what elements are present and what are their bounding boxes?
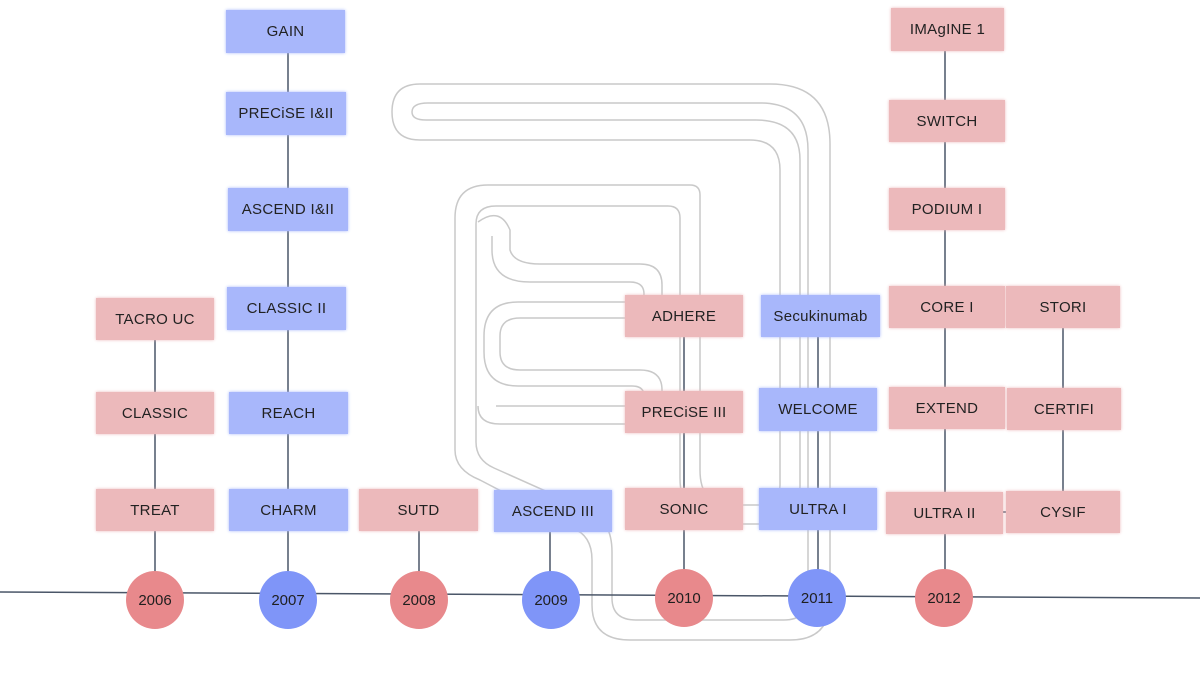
- trial-box-treat: TREAT: [96, 489, 214, 531]
- year-2012-marker: 2012: [915, 569, 973, 627]
- trial-box-charm: CHARM: [229, 489, 348, 531]
- trial-box-podium-i: PODIUM I: [889, 188, 1005, 230]
- trial-box-switch: SWITCH: [889, 100, 1005, 142]
- trial-box-ascend-iii: ASCEND III: [494, 490, 612, 532]
- trial-box-tacro-uc: TACRO UC: [96, 298, 214, 340]
- trial-box-certifi: CERTIFI: [1007, 388, 1121, 430]
- trial-box-ultra-ii: ULTRA II: [886, 492, 1003, 534]
- trial-box-sutd: SUTD: [359, 489, 478, 531]
- trial-box-imagine-1: IMAgINE 1: [891, 8, 1004, 51]
- trial-box-ultra-i: ULTRA I: [759, 488, 877, 530]
- year-2006-marker: 2006: [126, 571, 184, 629]
- trial-box-classic-ii: CLASSIC II: [227, 287, 346, 330]
- trial-box-cysif: CYSIF: [1006, 491, 1120, 533]
- trial-box-ascend-i-ii: ASCEND I&II: [228, 188, 348, 231]
- trial-box-precise-i-ii: PRECiSE I&II: [226, 92, 346, 135]
- year-2009-marker: 2009: [522, 571, 580, 629]
- trial-box-extend: EXTEND: [889, 387, 1005, 429]
- trial-box-reach: REACH: [229, 392, 348, 434]
- year-2008-marker: 2008: [390, 571, 448, 629]
- intestine-outline-icon: [391, 83, 831, 641]
- trial-box-secukinumab: Secukinumab: [761, 295, 880, 337]
- year-2011-marker: 2011: [788, 569, 846, 627]
- trial-box-classic: CLASSIC: [96, 392, 214, 434]
- trial-box-precise-iii: PRECiSE III: [625, 391, 743, 433]
- trial-box-stori: STORI: [1006, 286, 1120, 328]
- year-2010-marker: 2010: [655, 569, 713, 627]
- year-2007-marker: 2007: [259, 571, 317, 629]
- trial-box-core-i: CORE I: [889, 286, 1005, 328]
- trial-box-adhere: ADHERE: [625, 295, 743, 337]
- trial-box-sonic: SONIC: [625, 488, 743, 530]
- trial-box-gain: GAIN: [226, 10, 345, 53]
- trial-box-welcome: WELCOME: [759, 388, 877, 431]
